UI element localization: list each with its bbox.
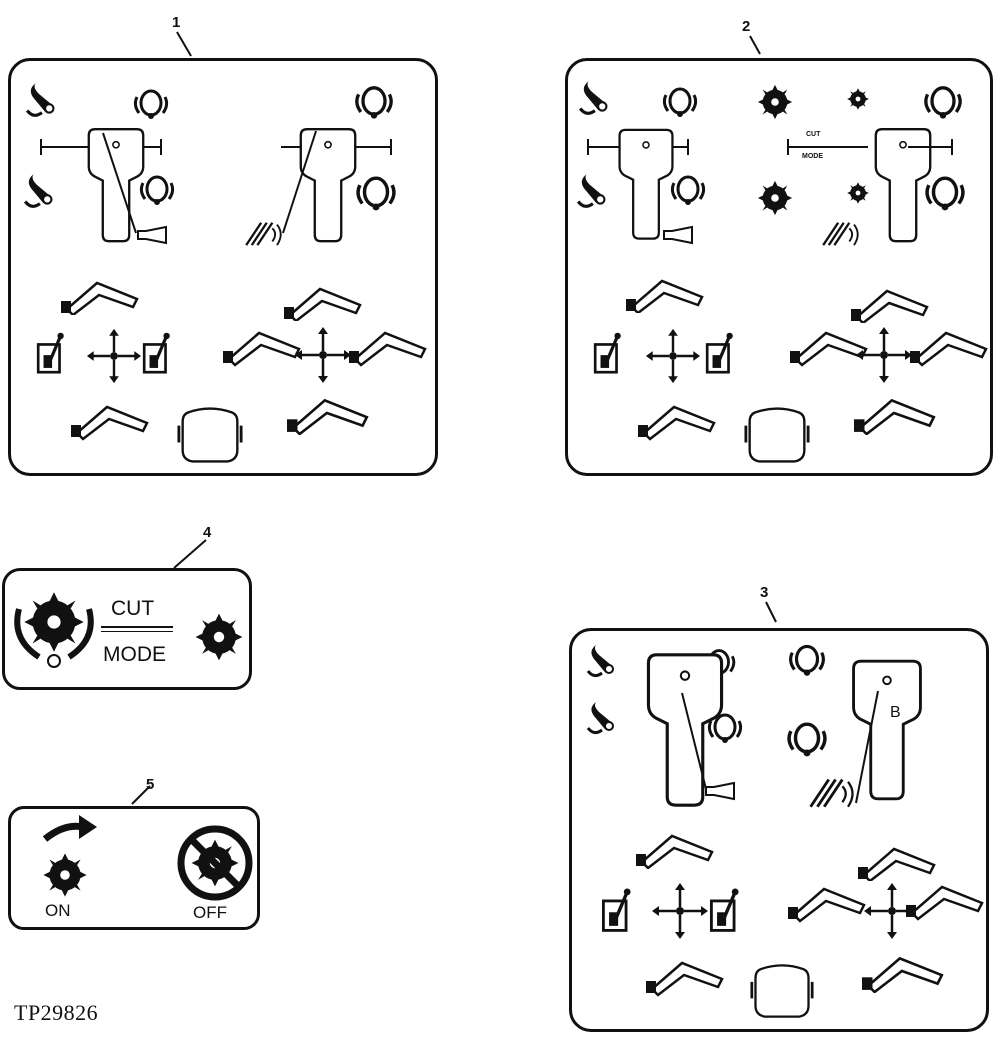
horn-icon <box>705 782 735 800</box>
saw-on-off-decal: ON OFF <box>8 806 260 930</box>
boom-up-icon <box>646 961 724 997</box>
track-left-icon <box>601 887 633 933</box>
right-crosshair-icon <box>293 325 353 385</box>
track-left-icon <box>36 331 66 374</box>
track-right-icon <box>142 331 172 374</box>
saw-blade-up-icon <box>757 84 793 120</box>
saw-on-icon <box>43 853 87 897</box>
figure-identifier: TP29826 <box>14 1000 99 1025</box>
head-tilt-icon <box>925 176 965 213</box>
stick-out-icon <box>790 331 868 367</box>
saw-cut-icon <box>809 778 854 809</box>
callout-number-3: 3 <box>760 584 769 601</box>
cut-mode-decal: CUT MODE <box>2 568 252 690</box>
leader-line-1 <box>176 31 192 57</box>
on-label: ON <box>45 901 71 920</box>
stick-swing-icon <box>862 957 944 993</box>
leader-line-3 <box>765 601 777 623</box>
head-rotate-icon <box>924 86 962 121</box>
left-joystick-icon <box>618 128 674 240</box>
rotate-back-icon <box>670 175 706 207</box>
saw-small-down-icon <box>847 182 869 204</box>
left-crosshair-icon <box>644 327 702 385</box>
rotate-back-icon <box>139 175 175 207</box>
cut-mode-divider <box>101 626 173 628</box>
track-left-icon <box>593 331 623 374</box>
cut-label: CUT <box>806 131 821 138</box>
operator-seat-icon <box>177 407 243 463</box>
boom-swing-icon <box>349 331 427 367</box>
saw-off-icon <box>177 825 253 901</box>
stick-swing-icon <box>854 399 936 435</box>
track-right-icon <box>705 331 735 374</box>
svg-text:B: B <box>890 704 901 721</box>
off-label: OFF <box>193 903 227 922</box>
leader-line-2 <box>749 35 761 55</box>
boom-swing-icon <box>906 885 984 921</box>
boom-down-icon <box>61 281 139 315</box>
head-tilt-icon <box>787 722 827 759</box>
cut-mode-divider-thin <box>101 631 173 632</box>
callout-number-4: 4 <box>203 524 212 541</box>
operator-seat-icon <box>750 963 814 1019</box>
mode-label: MODE <box>103 643 166 666</box>
boom-swing-icon <box>910 331 988 367</box>
stick-in-icon <box>282 287 362 321</box>
mode-label: MODE <box>802 153 823 160</box>
horn-icon <box>137 226 167 244</box>
grapple-close-icon <box>23 172 54 208</box>
stick-out-icon <box>788 887 866 923</box>
stick-in-icon <box>856 847 936 881</box>
grapple-open-icon <box>586 643 615 678</box>
callout-number-5: 5 <box>146 776 155 793</box>
head-rotate-icon <box>788 644 826 678</box>
callout-number-2: 2 <box>742 18 751 35</box>
left-crosshair-icon <box>650 881 710 941</box>
leader-line-4 <box>173 539 207 569</box>
grapple-open-icon <box>25 81 56 117</box>
head-tilt-icon <box>356 176 396 213</box>
right-joystick-icon <box>851 659 923 801</box>
control-panel-decal-3: B <box>569 628 989 1032</box>
panel-2-artwork <box>576 79 988 463</box>
panel-1-artwork <box>23 81 427 463</box>
head-rotate-icon <box>355 86 393 121</box>
stick-swing-icon <box>287 399 369 435</box>
saw-blade-icon <box>195 613 243 661</box>
right-joystick-icon <box>299 127 357 243</box>
saw-blade-mode-icon <box>14 592 94 668</box>
boom-up-icon <box>71 405 149 441</box>
saw-blade-down-icon <box>757 180 793 216</box>
boom-down-icon <box>636 834 714 869</box>
cut-label: CUT <box>111 597 155 620</box>
left-joystick-icon <box>87 127 145 243</box>
left-crosshair-icon <box>85 327 143 385</box>
boom-down-icon <box>626 279 704 313</box>
saw-cut-icon <box>821 221 859 247</box>
rotate-icon <box>662 87 698 119</box>
horn-icon <box>663 226 693 244</box>
boom-up-icon <box>638 405 716 441</box>
saw-small-up-icon <box>847 88 869 110</box>
control-panel-decal-2: CUT MODE <box>565 58 993 476</box>
right-crosshair-icon <box>854 325 914 385</box>
rotate-icon <box>133 89 169 121</box>
track-right-icon <box>709 887 741 933</box>
stick-out-icon <box>223 331 301 367</box>
grapple-open-icon <box>578 79 609 115</box>
operator-seat-icon <box>744 407 810 463</box>
control-panel-decal-1 <box>8 58 438 476</box>
arrow-right-icon <box>42 815 97 842</box>
stick-in-icon <box>849 289 929 323</box>
grapple-close-icon <box>576 172 607 208</box>
callout-number-1: 1 <box>172 14 181 31</box>
leader-line-5 <box>131 785 151 805</box>
panel-3-artwork: B <box>586 643 984 1019</box>
grapple-close-icon <box>586 700 615 735</box>
saw-cut-icon <box>244 221 282 247</box>
